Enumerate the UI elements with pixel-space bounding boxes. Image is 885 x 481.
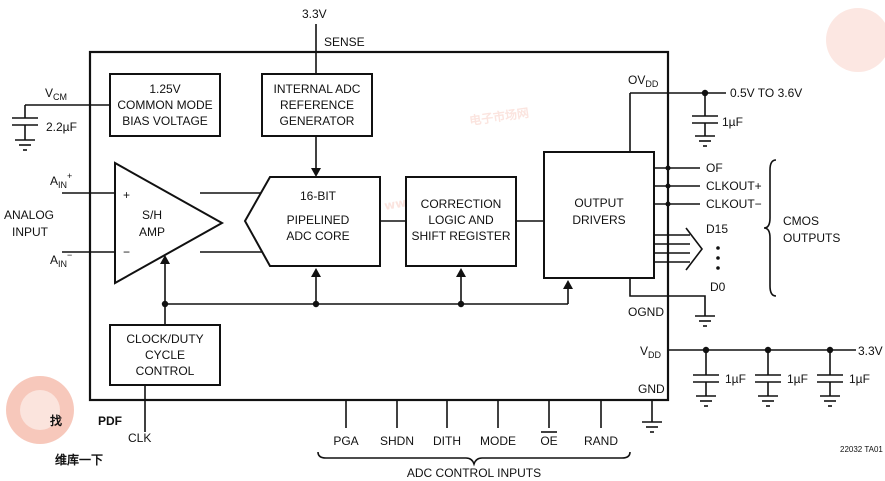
- control-brace: [317, 451, 631, 467]
- vdd-cap-1-label: 1µF: [725, 372, 746, 386]
- reference-generator-block: [261, 73, 373, 137]
- vdd-cap-2-label: 1µF: [787, 372, 808, 386]
- bias-line-2: COMMON MODE: [117, 98, 212, 112]
- analog-input-label-1: ANALOG: [4, 208, 54, 222]
- vdd-cap-2: 1µF: [755, 346, 808, 407]
- output-clock-arrow: [563, 280, 573, 289]
- output-of: OF: [706, 161, 723, 175]
- figure-code: 22032 TA01: [840, 445, 883, 454]
- ovdd-label: OVDD: [628, 73, 659, 89]
- control-dith: DITH: [433, 434, 461, 448]
- bus-dot-1: [716, 246, 720, 250]
- vcm-label: VCM: [45, 86, 67, 102]
- vdd-supply-label: 3.3V: [858, 344, 883, 358]
- bus-dot-3: [716, 266, 720, 270]
- watermark-pdf: PDF: [98, 414, 122, 428]
- clock-bus-node-2: [312, 300, 320, 308]
- control-oe: OE: [540, 434, 557, 448]
- adc-core-block: [243, 176, 381, 267]
- ain-plus-label: AIN+: [50, 171, 72, 190]
- ref-line-3: GENERATOR: [280, 114, 355, 128]
- control-caption: ADC CONTROL INPUTS: [407, 466, 541, 480]
- adc-core-line-3: ADC CORE: [286, 229, 349, 243]
- output-drivers-line-2: DRIVERS: [572, 213, 625, 227]
- adc-clock-arrow: [311, 268, 321, 277]
- gnd-label: GND: [638, 382, 665, 396]
- watermark-logo-inner: [20, 390, 60, 430]
- ain-minus-label: AIN−: [50, 250, 72, 269]
- sh-amp-minus: −: [123, 245, 130, 259]
- adc-core-line-1: 16-BIT: [300, 189, 337, 203]
- clock-block-line-2: CYCLE: [145, 348, 185, 362]
- sh-amp-label-2: AMP: [139, 225, 165, 239]
- control-shdn: SHDN: [380, 434, 414, 448]
- watermark-cn1: 找: [50, 413, 62, 428]
- sense-label: SENSE: [324, 35, 365, 49]
- clock-bus-node-1: [161, 300, 169, 308]
- clkout-minus-node: [665, 201, 671, 207]
- control-mode: MODE: [480, 434, 516, 448]
- clock-block-line-3: CONTROL: [136, 364, 195, 378]
- ref-line-2: REFERENCE: [280, 98, 354, 112]
- output-d15: D15: [706, 222, 728, 236]
- correction-line-2: LOGIC AND: [428, 213, 494, 227]
- bias-line-1: 1.25V: [149, 82, 180, 96]
- vdd-cap-3-label: 1µF: [849, 372, 870, 386]
- cmos-brace: [763, 159, 777, 297]
- clock-duty-cycle-block: [109, 324, 221, 386]
- sh-amp-triangle: [114, 161, 225, 285]
- ovdd-range-label: 0.5V TO 3.6V: [730, 86, 802, 100]
- vdd-cap-3: 1µF: [817, 346, 870, 407]
- watermark-cn-top: 电子市场网: [468, 105, 530, 128]
- ognd-wire: [629, 278, 706, 316]
- ovdd-cap-label: 1µF: [722, 115, 743, 129]
- correction-line-1: CORRECTION: [421, 197, 502, 211]
- sh-amp-plus: +: [123, 188, 130, 202]
- ognd-label: OGND: [628, 305, 664, 319]
- output-drivers-block: [543, 151, 655, 279]
- control-pga: PGA: [333, 434, 358, 448]
- of-node: [665, 165, 671, 171]
- clock-block-line-1: CLOCK/DUTY: [126, 332, 203, 346]
- cmos-label-2: OUTPUTS: [783, 231, 840, 245]
- watermark-cn2: 维库一下: [55, 452, 103, 467]
- chip-outline: [88, 50, 670, 402]
- amp-clock-arrow: [160, 255, 170, 264]
- clk-label: CLK: [128, 431, 151, 445]
- ref-arrow: [311, 168, 321, 177]
- clkout-plus-node: [665, 183, 671, 189]
- correction-clock-arrow: [456, 268, 466, 277]
- bias-line-3: BIAS VOLTAGE: [122, 114, 208, 128]
- output-drivers-line-1: OUTPUT: [574, 196, 624, 210]
- output-d0: D0: [710, 280, 726, 294]
- watermark-corner-circle: [826, 8, 885, 72]
- clock-bus-node-3: [457, 300, 465, 308]
- ref-line-1: INTERNAL ADC: [274, 82, 361, 96]
- vcm-cap-label: 2.2µF: [46, 120, 77, 134]
- supply-top-label: 3.3V: [302, 7, 327, 21]
- control-rand: RAND: [584, 434, 618, 448]
- bus-dot-2: [716, 256, 720, 260]
- adc-core-line-2: PIPELINED: [287, 213, 350, 227]
- output-clkout-minus: CLKOUT−: [706, 197, 762, 211]
- cmos-label-1: CMOS: [783, 214, 819, 228]
- vdd-label: VDD: [640, 344, 662, 360]
- sh-amp-label-1: S/H: [142, 208, 162, 222]
- bus-arrow: [685, 227, 704, 271]
- analog-input-label-2: INPUT: [12, 225, 49, 239]
- output-clkout-plus: CLKOUT+: [706, 179, 762, 193]
- vdd-cap-1: 1µF: [693, 346, 746, 407]
- correction-line-3: SHIFT REGISTER: [411, 229, 510, 243]
